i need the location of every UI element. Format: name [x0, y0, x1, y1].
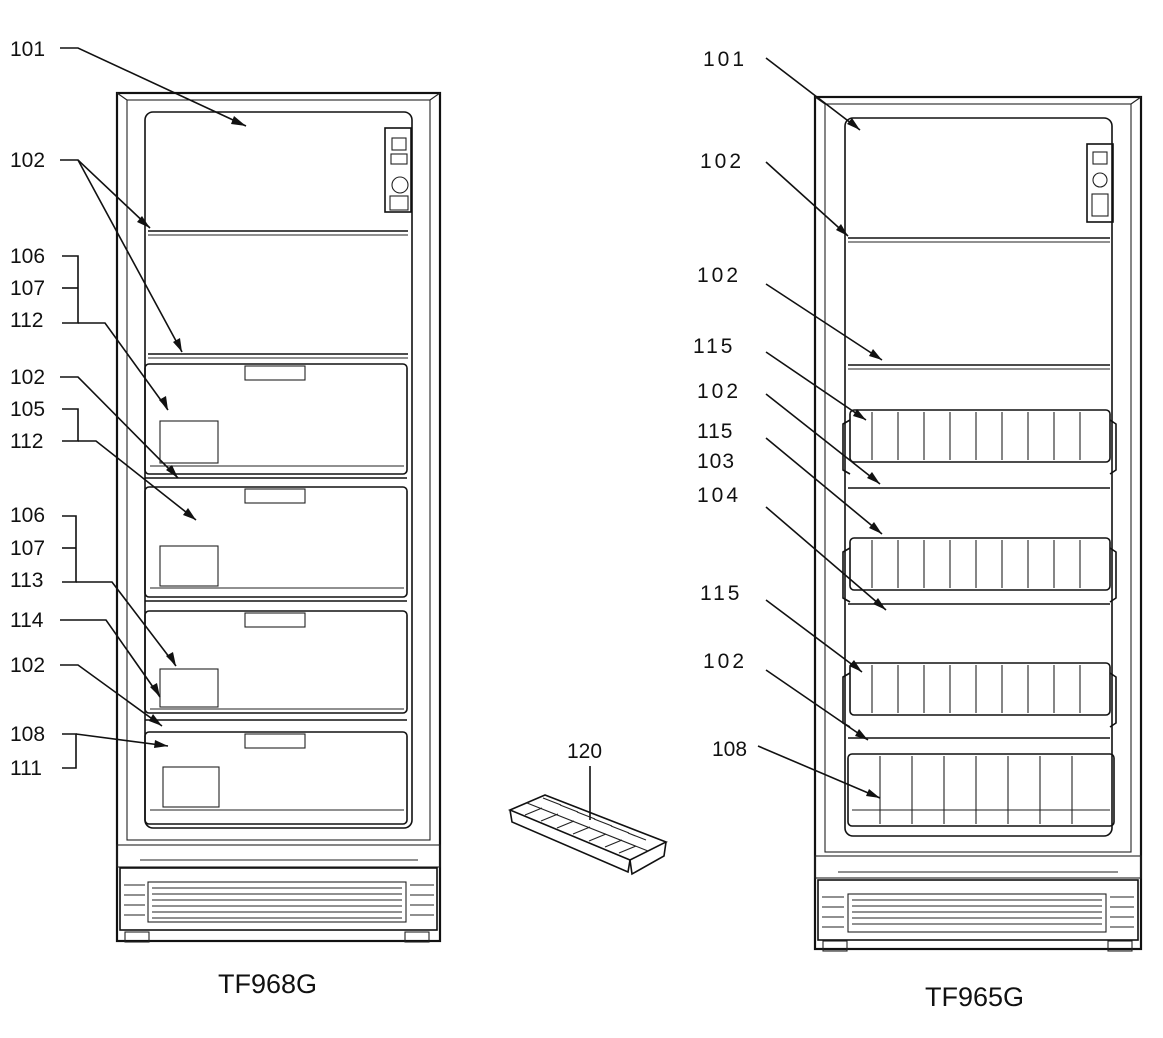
- drawer-3: [144, 610, 408, 721]
- model-name-right: TF965G: [925, 982, 1024, 1012]
- label-104: 104: [697, 484, 741, 507]
- label-114: 114: [10, 609, 44, 632]
- label-102: 102: [700, 150, 744, 173]
- right-leader-lines: [757, 57, 887, 799]
- label-108: 108: [10, 723, 45, 746]
- label-103: 103: [697, 450, 735, 473]
- label-115: 115: [693, 335, 735, 358]
- base-grille: [814, 855, 1142, 952]
- label-102: 102: [697, 264, 741, 287]
- model-name-left: TF968G: [218, 969, 317, 999]
- thermostat-control-panel: [384, 127, 412, 213]
- label-101: 101: [703, 48, 747, 71]
- label-102: 102: [697, 380, 741, 403]
- label-112: 112: [10, 430, 43, 453]
- base-grille: [116, 844, 441, 943]
- door-basket-3: [842, 662, 1117, 728]
- drawer-1: [144, 363, 408, 479]
- label-112: 112: [10, 309, 43, 332]
- label-102: 102: [10, 654, 45, 677]
- door-basket-2: [842, 537, 1117, 603]
- label-115: 115: [700, 582, 742, 605]
- label-108: 108: [712, 738, 747, 761]
- right-callouts: 101 102 102 115 102 115 103 104 115 102 …: [693, 48, 747, 761]
- label-115: 115: [697, 420, 733, 443]
- label-102: 102: [10, 149, 45, 172]
- freezer-tf965g: [813, 95, 1143, 952]
- label-102: 102: [10, 366, 45, 389]
- left-leader-lines: [60, 47, 247, 769]
- label-102: 102: [703, 650, 747, 673]
- label-101: 101: [10, 38, 45, 61]
- ice-tray: 120: [507, 740, 668, 876]
- left-callouts: 101 102 106 107 112 102 105 112 106 107 …: [10, 38, 45, 780]
- label-107: 107: [10, 277, 45, 300]
- drawer-2: [144, 486, 408, 602]
- label-105: 105: [10, 398, 45, 421]
- label-111: 111: [10, 757, 42, 780]
- door-basket-1: [842, 409, 1117, 475]
- label-106: 106: [10, 504, 45, 527]
- label-120: 120: [567, 740, 602, 763]
- thermostat-control-panel: [1086, 143, 1114, 223]
- bottom-drawer: [144, 731, 408, 825]
- freezer-tf968g: [115, 91, 442, 943]
- label-113: 113: [10, 569, 43, 592]
- label-106: 106: [10, 245, 45, 268]
- bottom-wire-basket: [847, 753, 1115, 827]
- label-107: 107: [10, 537, 45, 560]
